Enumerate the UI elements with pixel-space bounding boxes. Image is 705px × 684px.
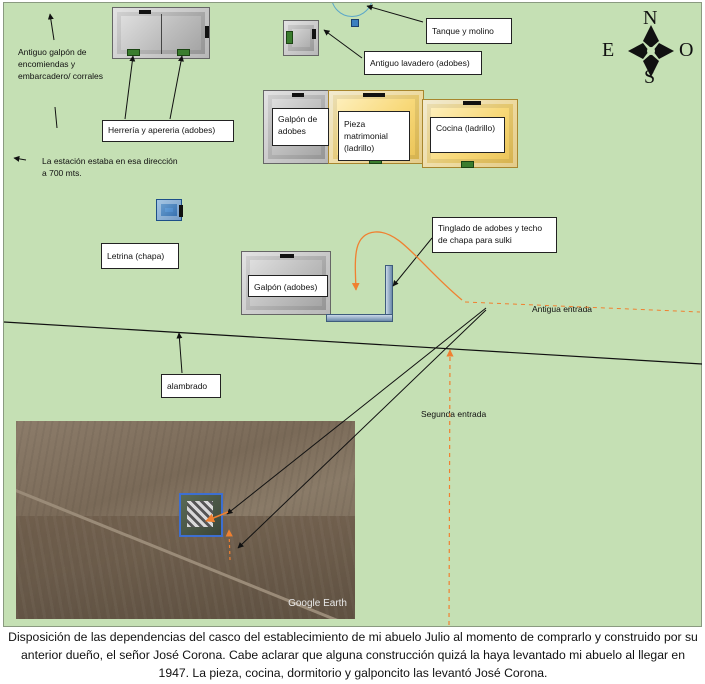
building-door — [292, 93, 304, 97]
building-window — [461, 161, 474, 168]
building-window — [177, 49, 190, 56]
building-door — [179, 205, 183, 217]
building-door — [363, 93, 385, 97]
building-herreria — [112, 7, 210, 59]
building-door — [312, 29, 316, 39]
tanque-marker — [351, 19, 359, 27]
label-lavadero: Antiguo lavadero (adobes) — [364, 51, 482, 75]
building-letrina — [156, 199, 183, 221]
compass-o: O — [679, 39, 694, 61]
label-letrina: Letrina (chapa) — [101, 243, 179, 269]
building-door — [280, 254, 294, 258]
label-antiguo-galpon: Antiguo galpón de encomiendas y embarcad… — [18, 47, 104, 81]
label-pieza: Pieza matrimonial (ladrillo) — [338, 111, 410, 161]
compass: N S E O — [601, 7, 701, 89]
label-cocina: Cocina (ladrillo) — [430, 117, 505, 153]
figure-caption: Disposición de las dependencias del casc… — [8, 630, 698, 680]
label-alambrado: alambrado — [161, 374, 221, 398]
label-galpon-adobes-top: Galpón de adobes — [272, 108, 329, 146]
building-door — [463, 101, 481, 105]
label-segunda-entrada: Segunda entrada — [421, 409, 487, 419]
building-door — [205, 26, 209, 38]
compass-rose-icon — [628, 25, 674, 77]
building-window — [127, 49, 140, 56]
building-door — [139, 10, 151, 14]
google-earth-credit: Google Earth — [288, 598, 347, 609]
label-galpon-adobes: Galpón (adobes) — [248, 275, 328, 297]
compass-e: E — [602, 39, 615, 61]
aerial-photo: Google Earth — [16, 421, 355, 619]
building-divider — [161, 14, 162, 54]
tanque-circle — [331, 3, 373, 17]
compass-s: S — [644, 66, 656, 88]
compass-n: N — [643, 7, 658, 29]
site-map: Google Earth N S E O Antiguo galpón de e… — [3, 2, 702, 627]
building-lavadero — [283, 20, 319, 56]
label-tinglado: Tinglado de adobes y techo de chapa para… — [432, 217, 557, 253]
building-window — [286, 31, 293, 44]
building-tinglado-horizontal — [326, 314, 393, 322]
label-herreria: Herrería y apereria (adobes) — [102, 120, 234, 142]
photo-farmstead — [179, 493, 223, 537]
label-antigua-entrada: Antigua entrada — [532, 304, 593, 314]
label-tanque: Tanque y molino — [426, 18, 512, 44]
building-tinglado-vertical — [385, 265, 393, 321]
label-estacion: La estación estaba en esa dirección a 70… — [42, 156, 178, 178]
